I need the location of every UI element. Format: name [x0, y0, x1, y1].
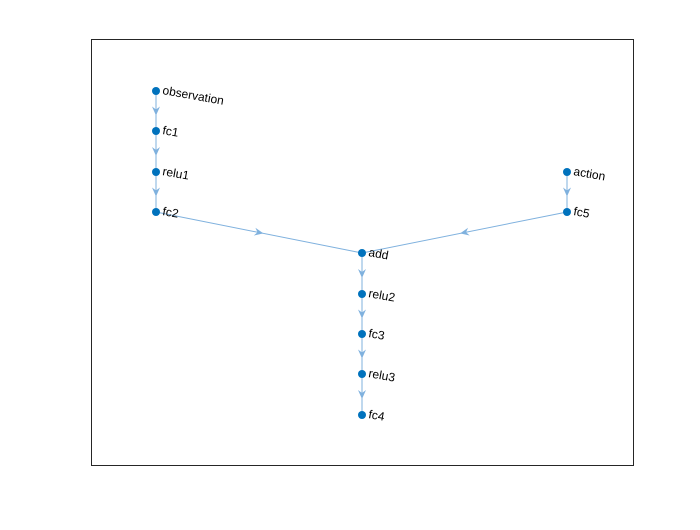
- arrow-relu3-fc4: [358, 390, 366, 399]
- node-label-fc4: fc4: [367, 407, 386, 424]
- node-label-relu1: relu1: [161, 164, 190, 182]
- node-label-fc5: fc5: [572, 204, 591, 221]
- arrow-fc2-add: [253, 227, 264, 236]
- arrow-relu1-fc2: [152, 187, 160, 197]
- node-label-fc2: fc2: [161, 204, 180, 221]
- node-label-fc1: fc1: [161, 123, 180, 140]
- node-relu1: [152, 168, 160, 176]
- arrow-fc5-add: [460, 227, 470, 236]
- node-relu2: [358, 290, 366, 298]
- node-add: [358, 249, 366, 257]
- edges-layer: [152, 91, 571, 415]
- node-fc1: [152, 127, 160, 135]
- node-label-relu2: relu2: [367, 286, 396, 304]
- arrow-add-relu2: [358, 269, 366, 278]
- node-action: [563, 168, 571, 176]
- node-label-relu3: relu3: [367, 366, 396, 384]
- node-label-fc3: fc3: [367, 326, 386, 343]
- nodes-layer: [152, 87, 571, 419]
- node-fc2: [152, 208, 160, 216]
- node-fc3: [358, 330, 366, 338]
- node-label-action: action: [572, 164, 606, 183]
- arrow-action-fc5: [563, 187, 571, 197]
- arrow-fc1-relu1: [152, 147, 160, 156]
- node-observation: [152, 87, 160, 95]
- node-label-add: add: [367, 245, 389, 262]
- node-fc4: [358, 411, 366, 419]
- node-fc5: [563, 208, 571, 216]
- arrow-relu2-fc3: [358, 309, 366, 319]
- arrow-observation-fc1: [152, 106, 160, 116]
- arrow-fc3-relu3: [358, 349, 366, 359]
- node-relu3: [358, 370, 366, 378]
